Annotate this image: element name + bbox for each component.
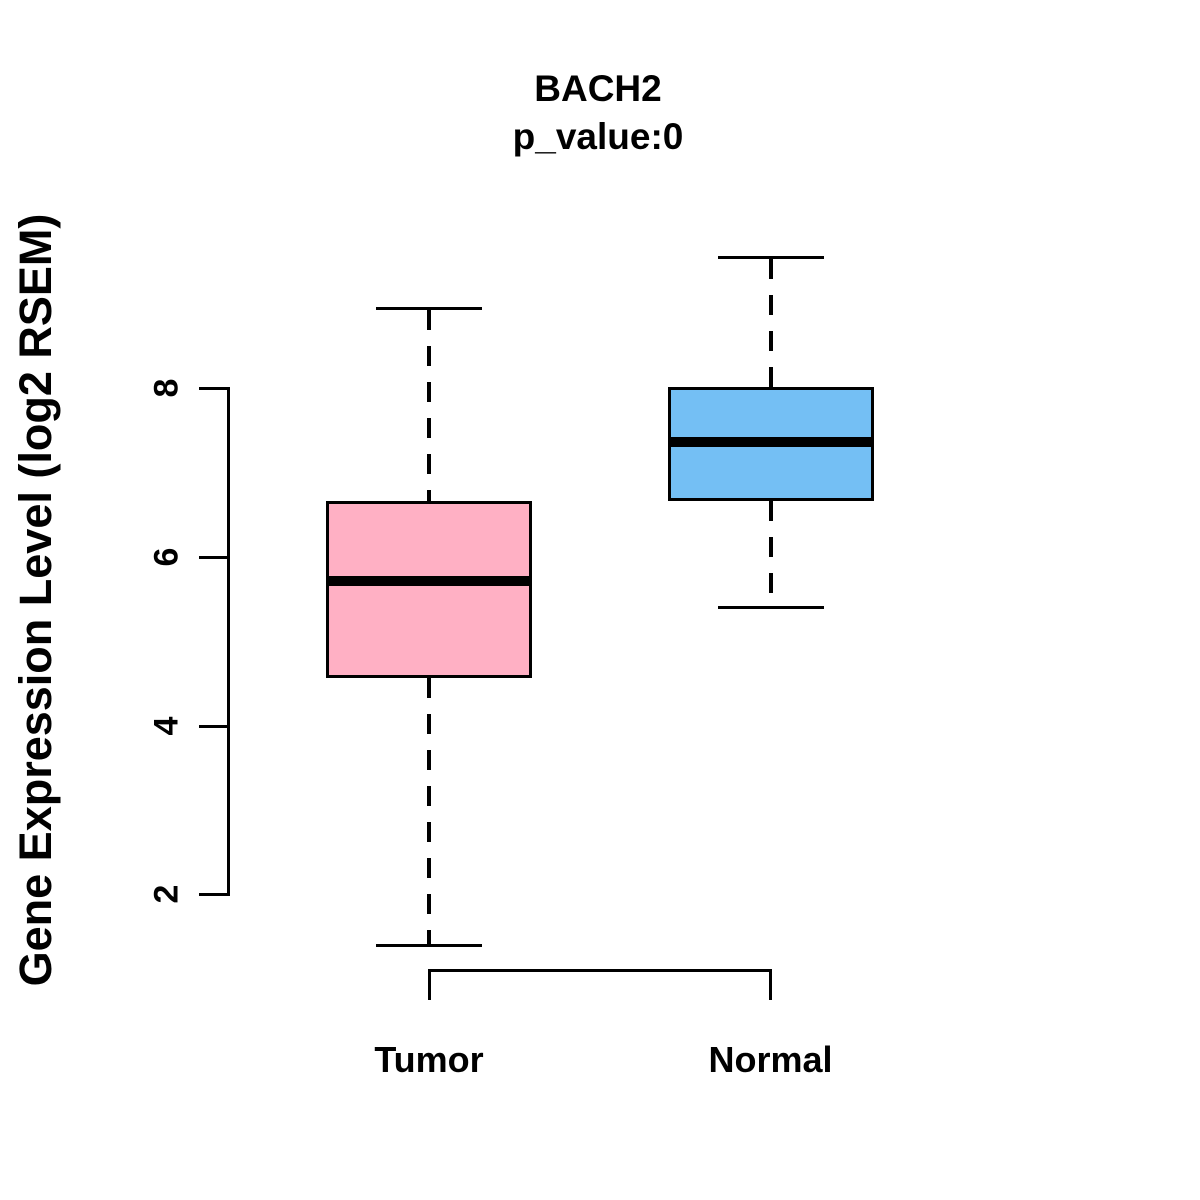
x-category-label-normal: Normal (708, 1039, 833, 1080)
y-tick-label: 6 (147, 547, 186, 567)
lower-whisker-line (768, 500, 773, 607)
x-axis-tick (427, 969, 431, 1000)
lower-whisker-cap (376, 944, 482, 948)
box-tumor (326, 500, 532, 679)
x-category-label-tumor: Tumor (374, 1039, 484, 1080)
upper-whisker-cap (717, 256, 824, 260)
y-tick-mark (199, 893, 227, 897)
y-tick-mark (199, 724, 227, 728)
y-axis-line (227, 387, 230, 897)
lower-whisker-cap (717, 606, 824, 610)
x-axis-line (429, 969, 772, 972)
y-axis-label: Gene Expression Level (log2 RSEM) (10, 213, 61, 987)
y-tick-label: 4 (147, 716, 186, 736)
lower-whisker-line (427, 678, 431, 945)
chart-title: BACH2 (534, 68, 662, 109)
y-tick-label: 2 (147, 884, 186, 904)
median-line-tumor (326, 576, 532, 587)
upper-whisker-line (768, 259, 773, 387)
upper-whisker-cap (376, 306, 482, 310)
y-tick-mark (199, 555, 227, 559)
median-line-normal (667, 436, 874, 447)
upper-whisker-line (427, 309, 431, 501)
x-axis-tick (769, 969, 772, 1000)
y-tick-label: 8 (147, 378, 186, 398)
chart-subtitle: p_value:0 (512, 116, 684, 157)
y-tick-mark (199, 387, 227, 390)
